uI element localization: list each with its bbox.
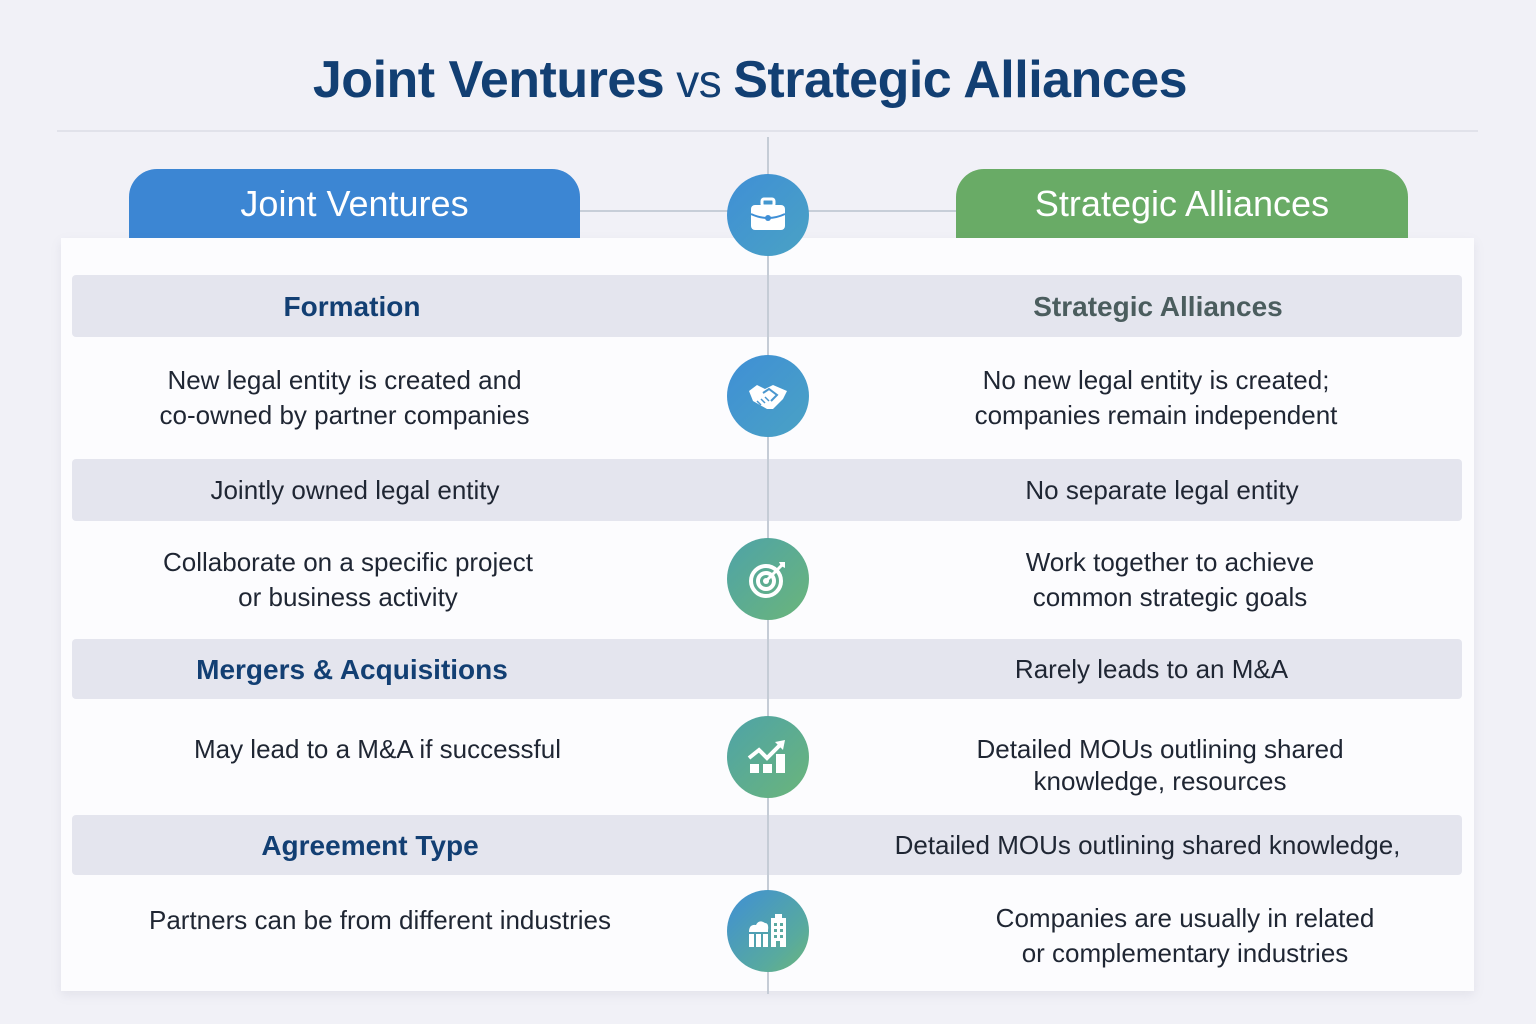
row-5-left-text: May lead to a M&A if successful (193, 733, 562, 764)
growth-chart-icon (727, 716, 809, 798)
joint-ventures-tab-label: Joint Ventures (240, 183, 469, 224)
briefcase-icon (727, 174, 809, 256)
row-5-right-text: Detailed MOUs outlining shared knowledge… (976, 734, 1344, 796)
row-3-right: Work together to achieve common strategi… (880, 530, 1460, 630)
target-icon (727, 538, 809, 620)
title-right: Strategic Alliances (733, 51, 1188, 109)
row-2-right: No separate legal entity (880, 459, 1444, 521)
row-1-left: New legal entity is created and co-owned… (72, 345, 617, 451)
row-6-left-text: Agreement Type (261, 829, 479, 861)
row-1-right-text: No new legal entity is created; companie… (974, 365, 1338, 430)
row-2-left: Jointly owned legal entity (72, 459, 638, 521)
row-4-left-text: Mergers & Acquisitions (196, 653, 508, 685)
row-0-right: Strategic Alliances (880, 275, 1436, 337)
row-4-right: Rarely leads to an M&A (880, 639, 1423, 699)
row-3-left-text: Collaborate on a specific project or bus… (163, 547, 533, 612)
title-divider (57, 130, 1478, 132)
strategic-alliances-tab: Strategic Alliances (956, 169, 1408, 239)
row-7-left: Partners can be from different industrie… (72, 897, 688, 943)
row-5-left: May lead to a M&A if successful (72, 725, 683, 773)
row-7-right: Companies are usually in related or comp… (880, 900, 1490, 972)
row-1-left-text: New legal entity is created and co-owned… (159, 365, 530, 430)
row-0-left-text: Formation (283, 290, 421, 322)
left-connector-line (580, 210, 730, 212)
row-7-left-text: Partners can be from different industrie… (149, 904, 611, 935)
right-connector-line (806, 210, 956, 212)
row-4-right-text: Rarely leads to an M&A (1014, 653, 1289, 684)
title-vs: vs (676, 55, 722, 107)
row-0-right-text: Strategic Alliances (1033, 290, 1283, 322)
row-2-right-text: No separate legal entity (1025, 474, 1299, 505)
title-left: Joint Ventures (312, 51, 665, 109)
industry-buildings-icon (727, 890, 809, 972)
row-3-left: Collaborate on a specific project or bus… (72, 530, 624, 630)
strategic-alliances-tab-label: Strategic Alliances (1034, 183, 1330, 224)
row-6-left: Agreement Type (72, 815, 668, 875)
handshake-icon (727, 355, 809, 437)
row-3-right-text: Work together to achieve common strategi… (1025, 547, 1315, 612)
joint-ventures-tab: Joint Ventures (129, 169, 580, 239)
row-7-right-text: Companies are usually in related or comp… (995, 903, 1375, 968)
row-0-left: Formation (72, 275, 632, 337)
row-6-right: Detailed MOUs outlining shared knowledge… (850, 815, 1445, 875)
row-6-right-text: Detailed MOUs outlining shared knowledge… (894, 829, 1401, 860)
row-5-right: Detailed MOUs outlining shared knowledge… (880, 730, 1440, 800)
row-2-left-text: Jointly owned legal entity (210, 474, 500, 505)
row-1-right: No new legal entity is created; companie… (880, 345, 1432, 451)
row-4-left: Mergers & Acquisitions (72, 639, 632, 699)
